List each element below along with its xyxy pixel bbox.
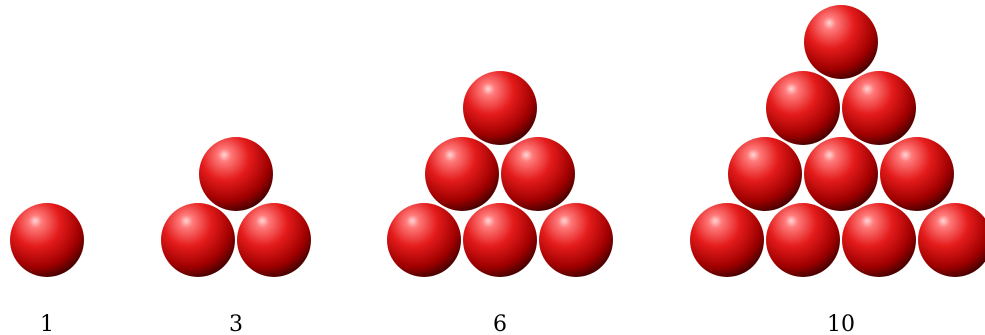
ball bbox=[539, 203, 613, 277]
ball bbox=[766, 71, 840, 145]
ball bbox=[463, 203, 537, 277]
ball bbox=[804, 137, 878, 211]
ball bbox=[463, 71, 537, 145]
ball bbox=[804, 5, 878, 79]
ball bbox=[237, 203, 311, 277]
group-6: 6 bbox=[387, 71, 613, 335]
group-6-balls bbox=[387, 71, 613, 277]
ball bbox=[880, 137, 954, 211]
ball bbox=[199, 137, 273, 211]
ball bbox=[501, 137, 575, 211]
ball bbox=[161, 203, 235, 277]
group-3: 3 bbox=[161, 137, 311, 335]
ball bbox=[10, 203, 84, 277]
ball bbox=[425, 137, 499, 211]
group-10-label: 10 bbox=[827, 312, 855, 335]
ball bbox=[918, 203, 985, 277]
group-6-label: 6 bbox=[493, 312, 507, 335]
group-10-balls bbox=[690, 5, 985, 277]
group-1-balls bbox=[10, 203, 84, 277]
group-1-label: 1 bbox=[40, 312, 54, 335]
ball bbox=[766, 203, 840, 277]
group-10: 10 bbox=[690, 5, 985, 335]
group-3-label: 3 bbox=[229, 312, 243, 335]
ball bbox=[690, 203, 764, 277]
ball bbox=[728, 137, 802, 211]
ball bbox=[842, 203, 916, 277]
group-1: 1 bbox=[10, 203, 84, 335]
ball bbox=[842, 71, 916, 145]
ball bbox=[387, 203, 461, 277]
group-3-balls bbox=[161, 137, 311, 277]
